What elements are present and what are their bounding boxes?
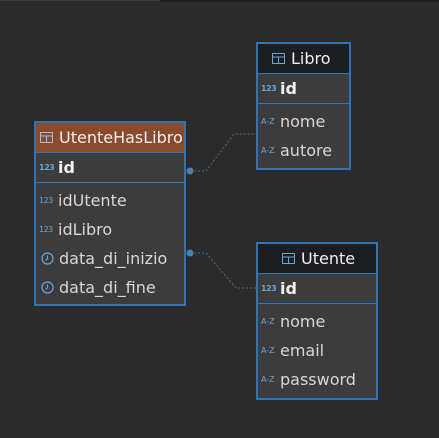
entity-utentehaslibro-header[interactable]: UtenteHasLibro — [36, 123, 184, 153]
field-name: nome — [280, 312, 326, 331]
numeric-type-icon: 123 — [261, 83, 277, 93]
link-endpoint-utente — [186, 249, 194, 257]
text-type-icon: A-Z — [261, 374, 275, 384]
text-type-icon: A-Z — [261, 116, 275, 126]
field-name: idUtente — [58, 191, 127, 210]
link-utentehaslibro-libro — [190, 133, 258, 172]
field-row-idlibro[interactable]: 123 idLibro — [36, 215, 184, 244]
field-row-id[interactable]: 123 id — [258, 274, 376, 304]
entity-utente[interactable]: Utente 123 id A-Z nome A-Z email A-Z pas… — [256, 242, 378, 400]
field-name: id — [280, 79, 297, 98]
table-icon — [282, 253, 295, 264]
field-row-data-di-fine[interactable]: data_di_fine — [36, 273, 184, 302]
field-name: data_di_inizio — [59, 249, 168, 268]
field-row-autore[interactable]: A-Z autore — [258, 136, 349, 165]
field-row-id[interactable]: 123 id — [258, 74, 349, 104]
top-edge-left — [0, 0, 160, 1]
numeric-type-icon: 123 — [261, 283, 277, 293]
clock-icon — [41, 281, 54, 294]
link-endpoint-libro — [186, 167, 194, 175]
field-row-nome[interactable]: A-Z nome — [258, 307, 376, 336]
field-name: idLibro — [58, 220, 113, 239]
field-row-email[interactable]: A-Z email — [258, 336, 376, 365]
entity-utentehaslibro-title: UtenteHasLibro — [59, 128, 183, 147]
field-row-nome[interactable]: A-Z nome — [258, 107, 349, 136]
clock-icon — [41, 252, 54, 265]
text-type-icon: A-Z — [261, 145, 275, 155]
field-name: autore — [280, 141, 333, 160]
text-type-icon: A-Z — [261, 345, 275, 355]
table-icon — [272, 53, 285, 64]
field-name: id — [280, 279, 297, 298]
field-name: nome — [280, 112, 326, 131]
entity-libro[interactable]: Libro 123 id A-Z nome A-Z autore — [256, 42, 351, 170]
field-row-data-di-inizio[interactable]: data_di_inizio — [36, 244, 184, 273]
field-row-id[interactable]: 123 id — [36, 153, 184, 183]
field-name: data_di_fine — [59, 278, 156, 297]
top-edge — [0, 0, 439, 4]
numeric-type-icon: 123 — [39, 195, 53, 205]
entity-libro-title: Libro — [291, 49, 331, 68]
field-row-idutente[interactable]: 123 idUtente — [36, 186, 184, 215]
text-type-icon: A-Z — [261, 316, 275, 326]
link-utentehaslibro-utente — [190, 252, 258, 289]
field-row-password[interactable]: A-Z password — [258, 365, 376, 394]
entity-utentehaslibro[interactable]: UtenteHasLibro 123 id 123 idUtente 123 i… — [34, 121, 186, 306]
field-name: password — [280, 370, 356, 389]
table-icon — [40, 132, 53, 143]
entity-utente-title: Utente — [301, 249, 356, 268]
top-edge-right — [160, 0, 439, 2]
numeric-type-icon: 123 — [39, 162, 55, 172]
numeric-type-icon: 123 — [39, 224, 53, 234]
field-name: id — [58, 158, 75, 177]
entity-libro-header[interactable]: Libro — [258, 44, 349, 74]
entity-utente-header[interactable]: Utente — [258, 244, 376, 274]
field-name: email — [280, 341, 325, 360]
